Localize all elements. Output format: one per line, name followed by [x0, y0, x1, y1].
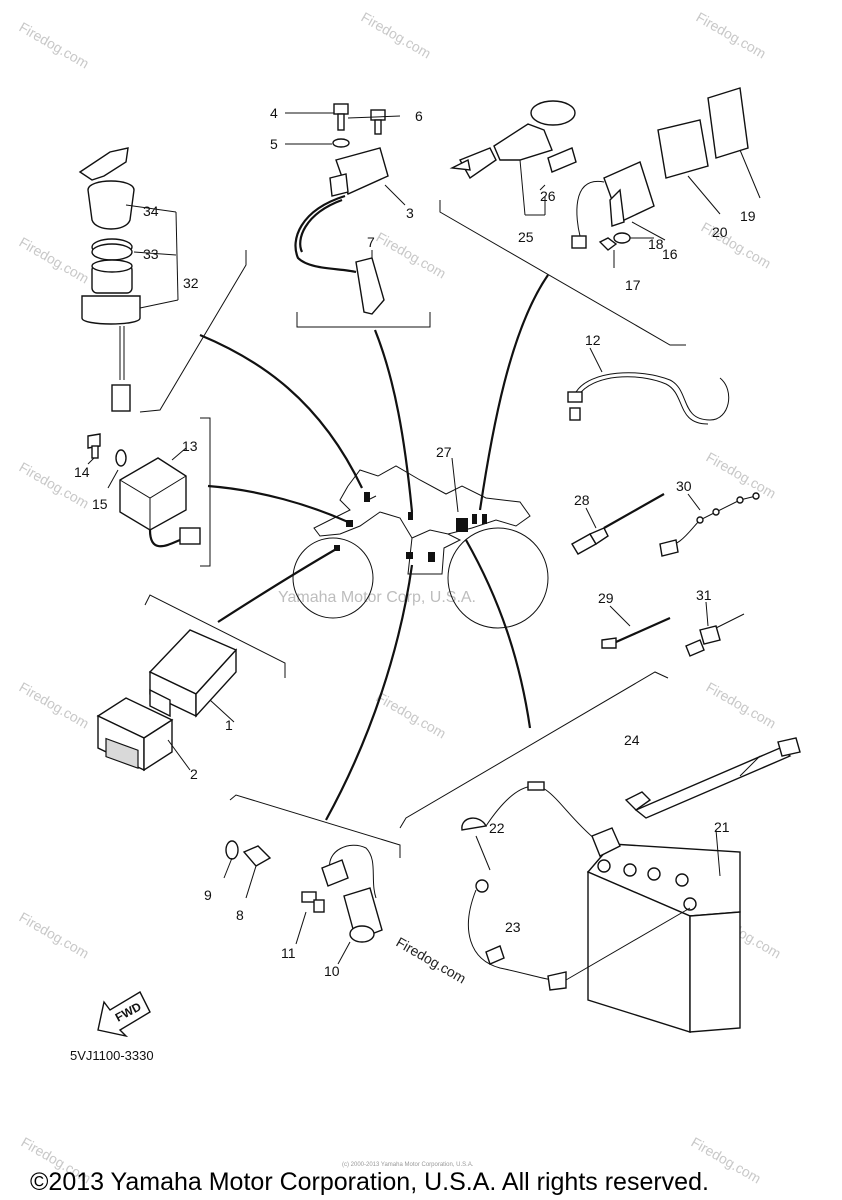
switch-group — [223, 840, 383, 965]
part-label: 10 — [324, 963, 340, 979]
part-label: 34 — [143, 203, 159, 219]
part-label: 23 — [505, 919, 521, 935]
part-labels: 1 2 3 4 5 6 7 8 9 10 11 12 13 14 15 16 1… — [74, 105, 756, 979]
part-label: 24 — [624, 732, 640, 748]
part-label: 4 — [270, 105, 278, 121]
part-label: 22 — [489, 820, 505, 836]
part-label: 33 — [143, 246, 159, 262]
watermark-center-text: Yamaha Motor Corp, U.S.A. — [278, 589, 476, 606]
watermark-text: Firedog.com — [694, 9, 769, 62]
part-label: 2 — [190, 766, 198, 782]
part-label: 13 — [182, 438, 198, 454]
part-label: 5 — [270, 136, 278, 152]
relay-icon — [657, 119, 709, 179]
part-label: 29 — [598, 590, 614, 606]
flasher-relay-icon — [707, 87, 749, 159]
copyright-text: ©2013 Yamaha Motor Corporation, U.S.A. A… — [30, 1168, 709, 1196]
watermark-text: Firedog.com — [17, 909, 92, 962]
part-label: 19 — [740, 208, 756, 224]
fwd-arrow: FWD — [97, 991, 151, 1038]
forward-arrow-icon — [97, 991, 151, 1038]
part-label: 12 — [585, 332, 601, 348]
starter-relay-icon — [493, 123, 553, 161]
part-label: 1 — [225, 717, 233, 733]
relay-group — [449, 87, 761, 268]
clamp-group — [451, 457, 760, 657]
motorcycle-silhouette — [292, 465, 549, 629]
part-label: 15 — [92, 496, 108, 512]
watermark-text: Firedog.com — [374, 689, 449, 742]
ignition-cap-icon — [87, 180, 135, 230]
rectifier-icon — [119, 457, 187, 531]
part-label: 25 — [518, 229, 534, 245]
part-label: 17 — [625, 277, 641, 293]
part-label: 8 — [236, 907, 244, 923]
watermark-text: Firedog.com — [17, 234, 92, 287]
part-label: 14 — [74, 464, 90, 480]
watermark-text: Firedog.com — [699, 219, 774, 272]
part-label: 26 — [540, 188, 556, 204]
group-brackets — [139, 200, 686, 858]
neutral-switch-icon — [343, 887, 383, 941]
part-label: 31 — [696, 587, 712, 603]
watermark-text: Firedog.com — [704, 679, 779, 732]
part-label: 32 — [183, 275, 199, 291]
part-label: 27 — [436, 444, 452, 460]
part-label: 28 — [574, 492, 590, 508]
battery-group — [461, 737, 801, 1033]
part-label: 7 — [367, 234, 375, 250]
tiny-copyright: (c) 2000-2013 Yamaha Motor Corporation, … — [342, 1162, 474, 1168]
watermark-text: Firedog.com — [17, 19, 92, 72]
watermark-text: Firedog.com — [17, 679, 92, 732]
watermark-text: Firedog.com — [394, 934, 469, 987]
watermark-text: Firedog.com — [359, 9, 434, 62]
ignition-coil-group — [285, 103, 406, 315]
watermark-text: Firedog.com — [704, 449, 779, 502]
leader-curves — [199, 274, 549, 821]
cdi-group — [96, 629, 238, 772]
ignition-switch-group — [78, 147, 179, 412]
part-label: 16 — [662, 246, 678, 262]
rectifier-group — [87, 433, 201, 548]
wire-lead-group — [567, 347, 730, 425]
part-label: 21 — [714, 819, 730, 835]
part-label: 18 — [648, 236, 664, 252]
part-label: 3 — [406, 205, 414, 221]
part-label: 9 — [204, 887, 212, 903]
part-label: 30 — [676, 478, 692, 494]
diagram-code: 5VJ1100-3330 — [70, 1048, 154, 1063]
key-icon — [78, 147, 129, 181]
part-label: 6 — [415, 108, 423, 124]
watermark-text: Firedog.com — [374, 229, 449, 282]
part-label: 11 — [281, 945, 296, 961]
part-label: 20 — [712, 224, 728, 240]
